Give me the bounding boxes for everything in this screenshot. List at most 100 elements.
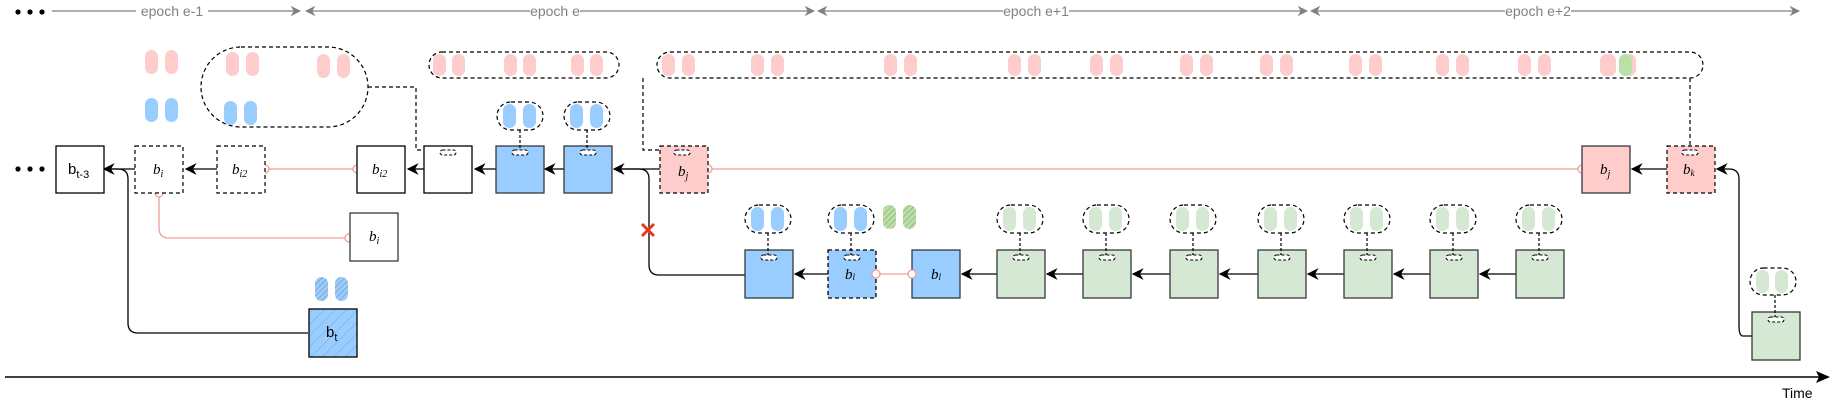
validator-pill-pink [1260,54,1273,76]
fork-chain: bl bl [616,168,1565,299]
validator-pill-pink [1200,54,1213,76]
block-green-tail[interactable] [1749,267,1801,361]
validator-pill-pink [1110,54,1123,76]
validator-pill-pink [1538,54,1551,76]
committee-capsule [744,204,792,234]
block-label: bt [326,324,337,344]
block-fork-bl[interactable] [911,249,961,299]
block-bt-3[interactable]: bt-3 [55,145,105,194]
block-bj-dashed[interactable]: bj [659,145,709,194]
block-fork-bl-dashed[interactable] [827,204,877,299]
validator-pill [1436,207,1449,231]
validator-pill-blue [145,98,158,122]
block-g1[interactable] [996,204,1046,299]
block-bj[interactable]: bj [1581,145,1631,194]
block-label: bi [369,229,380,247]
committee-capsule [1082,204,1130,234]
time-axis: Time [5,371,1830,401]
validator-pill-pink [682,54,695,76]
committee-group-epoch-e-minus-1 [200,46,440,151]
block-g5[interactable] [1343,204,1393,299]
committee-capsule [1429,204,1477,234]
committee-capsule [1169,204,1217,234]
block-label: bk [1683,162,1696,178]
committee-capsule [1257,204,1305,234]
block-empty[interactable] [423,145,473,194]
validator-pill-pink [1349,54,1362,76]
validator-pill-hatched-green [883,205,896,229]
validator-pill-hatched-green [903,205,916,229]
block-g2[interactable] [1082,204,1132,299]
epoch-label: epoch e-1 [141,3,203,19]
validator-pill-pink [1518,54,1531,76]
committee-capsule [1343,204,1391,234]
committee-capsule [1515,204,1563,234]
block-label: bi [153,162,164,180]
validator-pill-pink [1180,54,1193,76]
validator-pill [1196,207,1209,231]
committee-group-epoch-e [428,51,682,151]
timeline-leading-dots [15,9,45,15]
validator-pill-pink [751,54,764,76]
committee-capsule [827,204,875,234]
block-label: bj [1600,162,1611,180]
rejected-cross-icon [640,222,656,238]
validator-pill-pink [1008,54,1021,76]
validator-pill-pink [145,50,158,74]
validator-pill [1542,207,1555,231]
committee-group-long [656,51,1704,150]
validator-pill [834,207,847,231]
committee-capsule [996,204,1044,234]
main-chain-leading-dots [15,166,45,172]
block-bi-orphan[interactable]: bi [349,212,399,262]
block-bi-dashed[interactable]: bi [134,145,184,194]
validator-pill-hatched-blue [335,277,348,301]
block-g3[interactable] [1169,204,1219,299]
block-fork-blue[interactable] [744,204,794,299]
block-label: bi2 [372,162,387,180]
validator-pill-pink [1090,54,1103,76]
validator-pill [1522,207,1535,231]
block-g6[interactable] [1429,204,1479,299]
validator-pill [854,207,867,231]
bt-branch: bt [104,168,358,358]
reference-link [158,193,349,239]
validator-pill-hatched-blue [315,277,328,301]
validator-pill [1089,207,1102,231]
validator-pill-pink [771,54,784,76]
validator-pill [1264,207,1277,231]
validator-pill-pink [165,50,178,74]
block-bt[interactable]: bt [308,308,358,358]
validator-pill [1456,207,1469,231]
validator-pill-pink [1436,54,1449,76]
validator-pill-pink [1028,54,1041,76]
block-g4[interactable] [1257,204,1307,299]
validator-pill [1284,207,1297,231]
time-axis-label: Time [1782,385,1813,401]
block-blue[interactable] [563,101,613,194]
validator-pill-pink [1456,54,1469,76]
block-blue[interactable] [495,101,545,194]
validator-pill-pink [904,54,917,76]
epoch-label: epoch e+2 [1505,3,1571,19]
validator-pill-pink [884,54,897,76]
block-bk-dashed[interactable]: bk [1666,145,1716,194]
validator-pills-legend [145,50,178,122]
validator-pill [1176,207,1189,231]
block-label: bi2 [232,162,247,180]
block-label: bl [845,267,856,283]
epoch-timeline: epoch e-1 epoch e epoch e+1 epoch e+2 [15,2,1801,20]
block-g7[interactable] [1515,204,1565,299]
validator-pill-pink [1369,54,1382,76]
main-chain: bt-3 bi bi2 bi2 [15,101,1716,243]
validator-pill [1023,207,1036,231]
validator-pill-pink [662,54,675,76]
validator-pill [1003,207,1016,231]
validator-pill [1109,207,1122,231]
validator-pill-blue [165,98,178,122]
block-bi2[interactable]: bi2 [356,145,406,194]
block-bi2-dashed[interactable]: bi2 [216,145,266,194]
epoch-label: epoch e [530,3,580,19]
validator-pill-pink [1600,54,1613,76]
